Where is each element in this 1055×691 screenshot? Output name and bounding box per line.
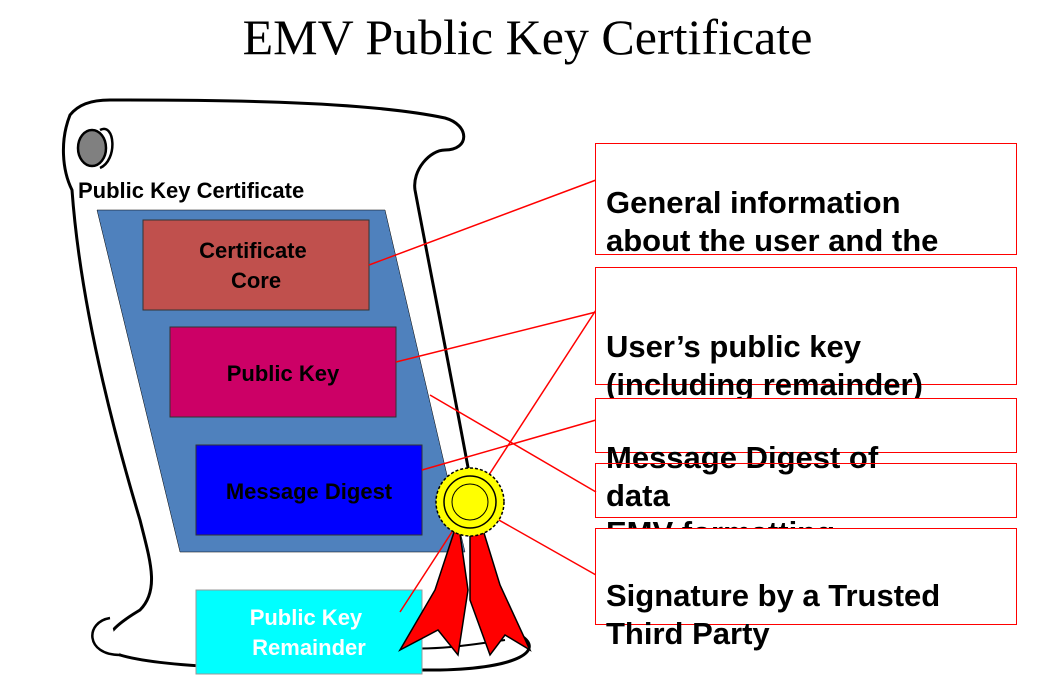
callout-emv-formatting: EMV formatting (595, 463, 1017, 550)
connector-public-key (395, 311, 597, 363)
page-title: EMV Public Key Certificate (242, 9, 813, 65)
public-key-remainder-label: Public Key Remainder (250, 605, 369, 660)
message-digest-block (195, 444, 423, 536)
certificate-core-label: Certificate Core (199, 238, 313, 293)
connector-formatting (429, 394, 597, 493)
callout-general-information: General information about the user and t… (595, 143, 1017, 296)
connector-lines (368, 179, 597, 613)
connector-core (368, 179, 597, 266)
callout-signature-text: Signature by a Trusted Third Party (606, 578, 941, 651)
seal-icon (398, 467, 532, 657)
callout-message-digest: Message Digest of data (595, 398, 1017, 513)
scroll-curl-bottom (91, 616, 121, 657)
public-key-remainder-block (195, 589, 423, 675)
public-key-block (169, 326, 397, 418)
message-digest-label: Message Digest (226, 479, 393, 504)
connector-remainder (399, 309, 597, 613)
callout-signature: Signature by a Trusted Third Party (595, 528, 1017, 651)
callout-user-public-key-text: User’s public key (including remainder) (606, 329, 923, 402)
public-key-label: Public Key (227, 361, 340, 386)
connector-signature (489, 514, 597, 576)
scroll-heading: Public Key Certificate (78, 178, 304, 203)
certificate-core-block (142, 219, 370, 311)
callout-user-public-key: User’s public key (including remainder) (595, 267, 1017, 402)
scroll-curl-top (76, 128, 108, 168)
callout-message-digest-text: Message Digest of data (606, 440, 879, 513)
